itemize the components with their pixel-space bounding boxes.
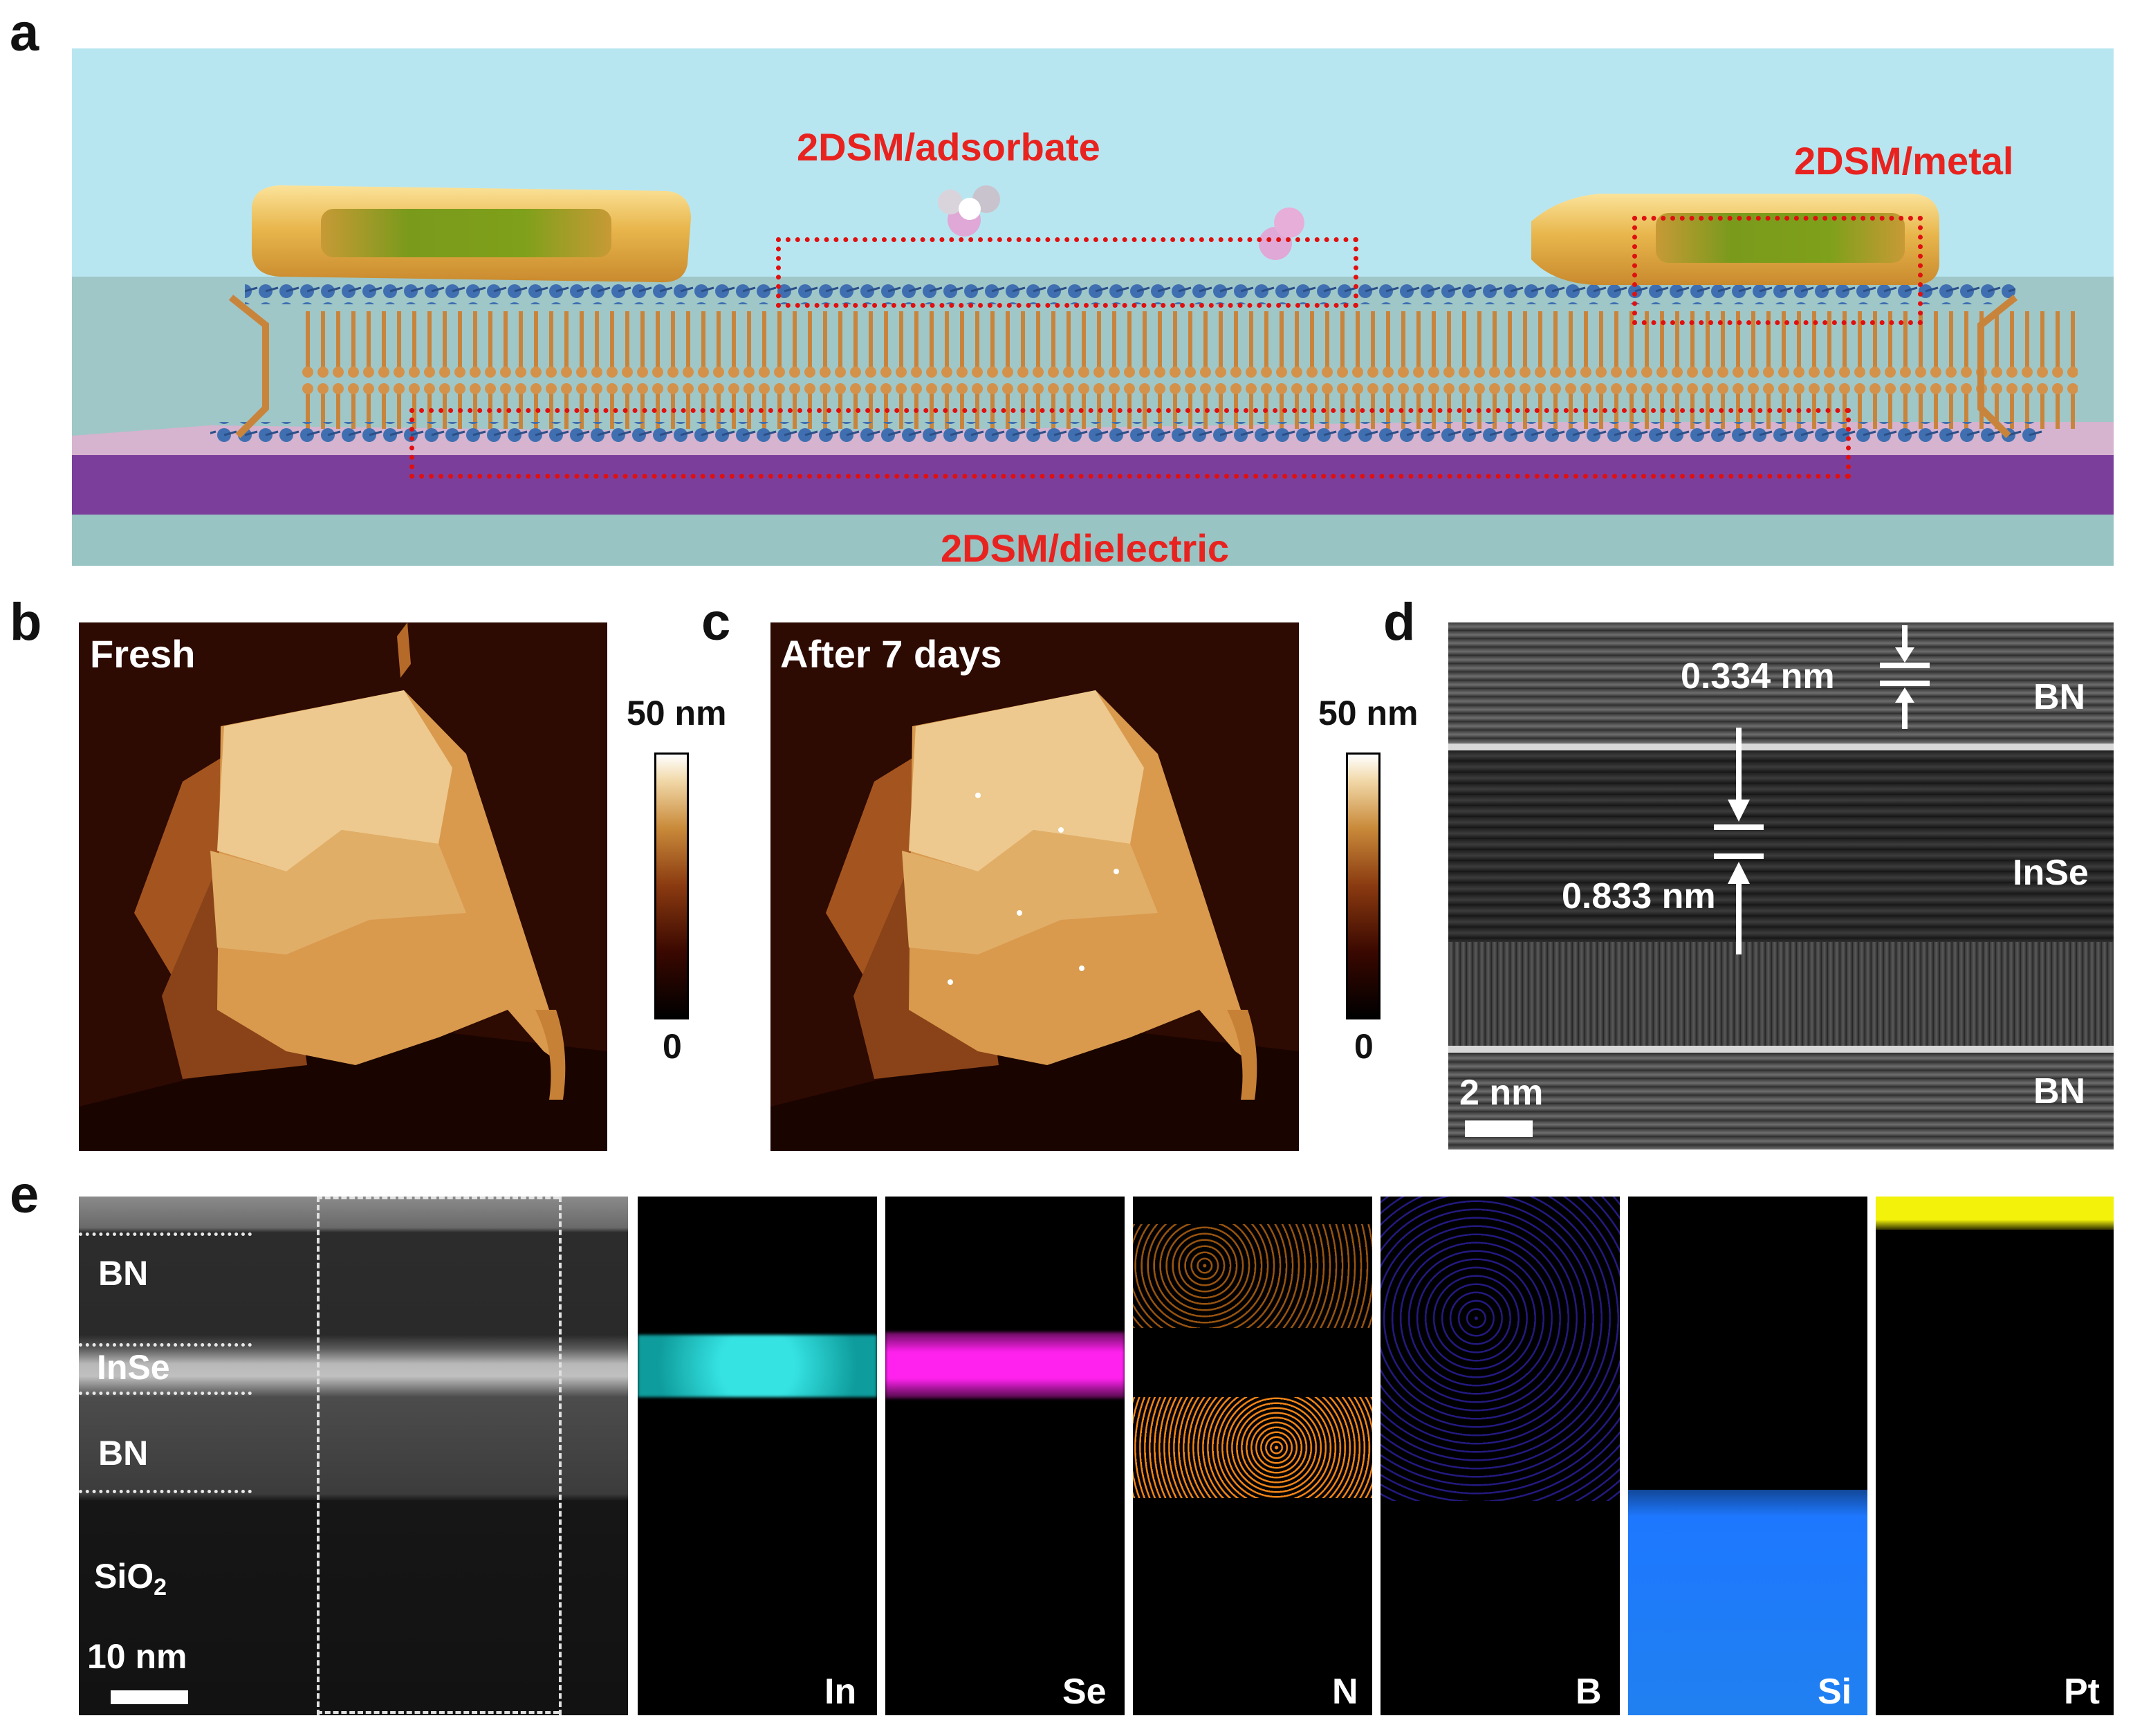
layer-label-bn-top-e: BN xyxy=(98,1254,149,1293)
inse-texture xyxy=(1448,942,2114,1046)
eds-map-si xyxy=(1628,1197,1867,1715)
colorbar-max-label-fresh: 50 nm xyxy=(627,694,727,732)
b-signal xyxy=(1381,1197,1620,1501)
layer-divider-2 xyxy=(79,1343,252,1347)
bn-inse-interface-top xyxy=(1448,744,2114,750)
colorbar-min-label-after: 0 xyxy=(1354,1027,1374,1066)
map-region-bottom-edge xyxy=(317,1711,559,1714)
eds-map-in xyxy=(638,1197,877,1715)
eds-label-n: N xyxy=(1332,1672,1358,1712)
fresh-title: Fresh xyxy=(90,632,196,676)
afm-image-fresh xyxy=(79,622,607,1151)
colorbar-min-label-fresh: 0 xyxy=(663,1027,682,1066)
layer-label-bn-top: BN xyxy=(2033,677,2086,717)
layer-label-inse-e: InSe xyxy=(97,1348,170,1387)
tem-scale-bar-label: 2 nm xyxy=(1459,1073,1544,1113)
n-signal-bottom xyxy=(1133,1397,1372,1498)
layer-divider-1 xyxy=(79,1232,252,1236)
eds-label-si: Si xyxy=(1818,1672,1852,1712)
bn-inse-interface-bottom xyxy=(1448,1046,2114,1053)
map-region-left-edge xyxy=(317,1197,320,1715)
stem-scale-bar xyxy=(111,1690,188,1704)
n-signal-top xyxy=(1133,1224,1372,1328)
stem-haadf-image xyxy=(79,1197,628,1715)
height-colorbar-after xyxy=(1346,752,1381,1019)
inse-spacing-label: 0.833 nm xyxy=(1562,876,1716,916)
eds-label-se: Se xyxy=(1062,1672,1107,1712)
eds-label-b: B xyxy=(1576,1672,1602,1712)
panel-label-e: e xyxy=(10,1165,39,1224)
eds-map-pt xyxy=(1876,1197,2114,1715)
colorbar-max-label-after: 50 nm xyxy=(1318,694,1419,732)
device-schematic xyxy=(72,48,2114,566)
after-7-days-title: After 7 days xyxy=(780,632,1002,676)
map-region-top-edge xyxy=(317,1197,559,1201)
afm-image-after-7-days xyxy=(770,622,1299,1151)
layer-label-bn-bottom-e: BN xyxy=(98,1434,149,1472)
eds-label-in: In xyxy=(824,1672,857,1712)
tem-cross-section-image xyxy=(1448,622,2114,1149)
eds-map-se xyxy=(885,1197,1125,1715)
metal-label: 2DSM/metal xyxy=(1794,139,2014,183)
adsorbate-interface-box xyxy=(776,237,1358,308)
eds-label-pt: Pt xyxy=(2064,1672,2100,1712)
bn-spacing-label: 0.334 nm xyxy=(1681,656,1835,696)
panel-label-b: b xyxy=(10,593,42,652)
sio2-subscript: 2 xyxy=(154,1574,167,1600)
adsorbate-label: 2DSM/adsorbate xyxy=(797,125,1100,169)
si-signal xyxy=(1628,1490,1867,1715)
panel-label-a: a xyxy=(10,3,39,62)
height-colorbar-fresh xyxy=(654,752,689,1019)
dielectric-interface-box xyxy=(409,408,1851,479)
layer-label-inse: InSe xyxy=(2013,853,2089,893)
metal-interface-box xyxy=(1632,216,1923,325)
eds-map-b xyxy=(1381,1197,1620,1715)
panel-label-d: d xyxy=(1383,593,1416,652)
layer-divider-4 xyxy=(79,1490,252,1493)
dielectric-label: 2DSM/dielectric xyxy=(941,526,1230,570)
schematic-figure xyxy=(72,48,2114,566)
sio2-main: SiO xyxy=(94,1557,154,1596)
se-signal-band xyxy=(885,1332,1125,1398)
pt-signal xyxy=(1876,1197,2114,1230)
eds-map-n xyxy=(1133,1197,1372,1715)
layer-divider-3 xyxy=(79,1392,252,1395)
tem-spacing-markers xyxy=(1465,625,1930,1137)
layer-label-sio2: SiO2 xyxy=(94,1559,167,1599)
map-region-right-edge xyxy=(559,1197,562,1715)
panel-label-c: c xyxy=(701,593,731,652)
layer-label-bn-bottom: BN xyxy=(2033,1071,2086,1111)
in-signal-band xyxy=(638,1335,877,1397)
stem-scale-bar-label: 10 nm xyxy=(87,1637,187,1676)
